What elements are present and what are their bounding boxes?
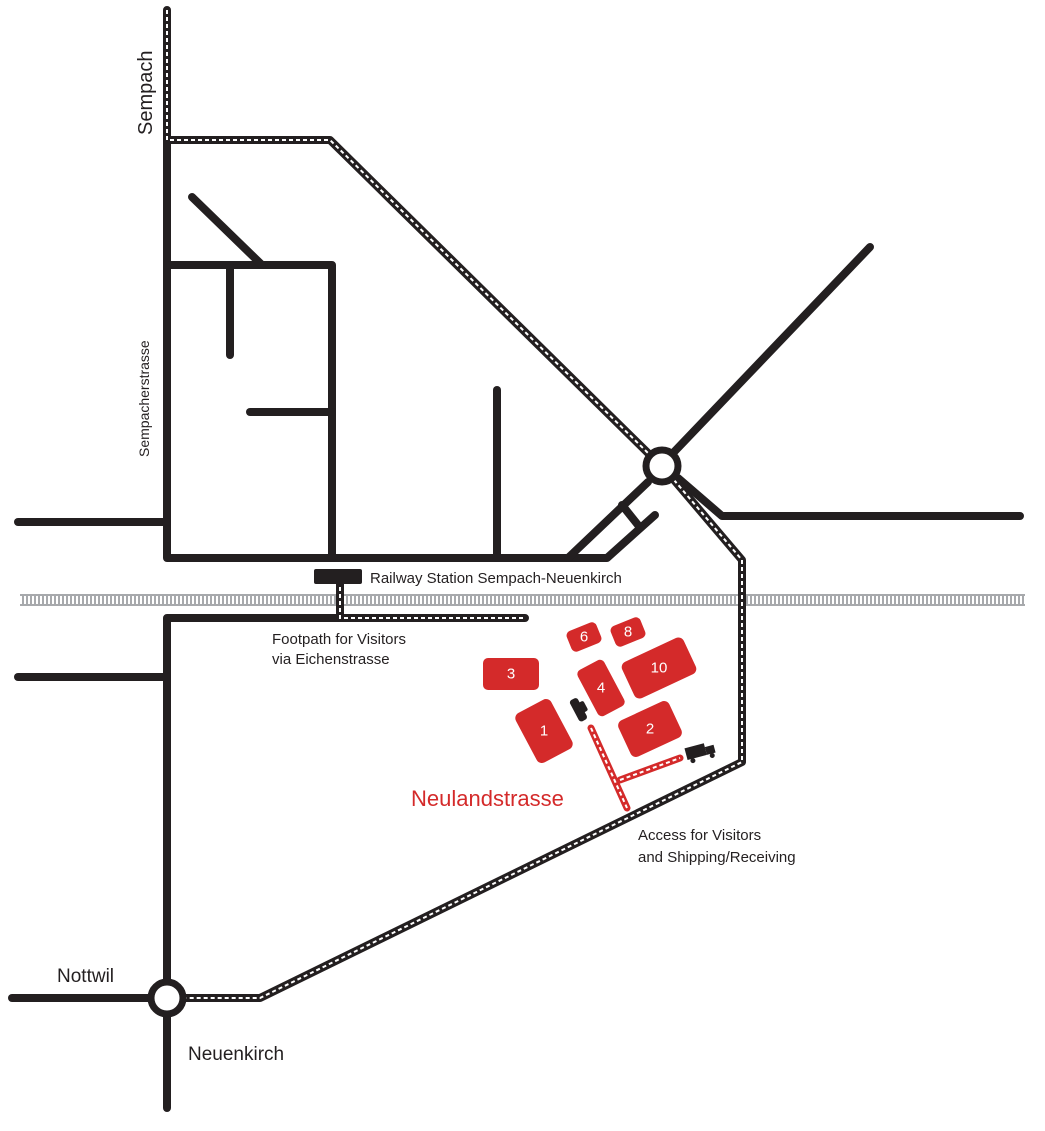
roundabout-south <box>147 978 187 1018</box>
label-sempacherstrasse: Sempacherstrasse <box>136 340 152 457</box>
svg-text:1: 1 <box>540 723 548 740</box>
svg-text:3: 3 <box>507 666 515 683</box>
label-nottwil: Nottwil <box>57 966 114 987</box>
railway-station-icon <box>314 569 362 584</box>
building-1[interactable]: 1 <box>513 697 575 765</box>
building-10[interactable]: 10 <box>620 636 699 701</box>
access-road <box>587 724 684 812</box>
svg-text:2: 2 <box>646 721 654 738</box>
truck-icon <box>684 743 716 764</box>
roads <box>8 136 1024 1112</box>
car-icon <box>569 698 588 722</box>
building-3[interactable]: 3 <box>483 658 539 690</box>
label-neulandstrasse: Neulandstrasse <box>411 786 564 811</box>
label-footpath-2: via Eichenstrasse <box>272 651 390 668</box>
svg-text:8: 8 <box>624 624 632 641</box>
roundabout-north <box>642 446 682 486</box>
label-neuenkirch: Neuenkirch <box>188 1044 284 1065</box>
railway-line <box>20 594 1025 606</box>
label-railway-station: Railway Station Sempach-Neuenkirch <box>370 570 622 587</box>
building-2[interactable]: 2 <box>616 699 684 759</box>
label-sempach: Sempach <box>135 51 157 136</box>
svg-text:10: 10 <box>651 660 668 677</box>
building-6[interactable]: 6 <box>565 621 603 653</box>
dashed-roads <box>163 6 746 1002</box>
label-access-2: and Shipping/Receiving <box>638 849 796 866</box>
building-4[interactable]: 4 <box>576 658 627 718</box>
building-8[interactable]: 8 <box>609 616 647 648</box>
label-footpath-1: Footpath for Visitors <box>272 631 406 648</box>
svg-text:4: 4 <box>597 680 605 697</box>
label-access-1: Access for Visitors <box>638 827 761 844</box>
svg-text:6: 6 <box>580 629 588 646</box>
